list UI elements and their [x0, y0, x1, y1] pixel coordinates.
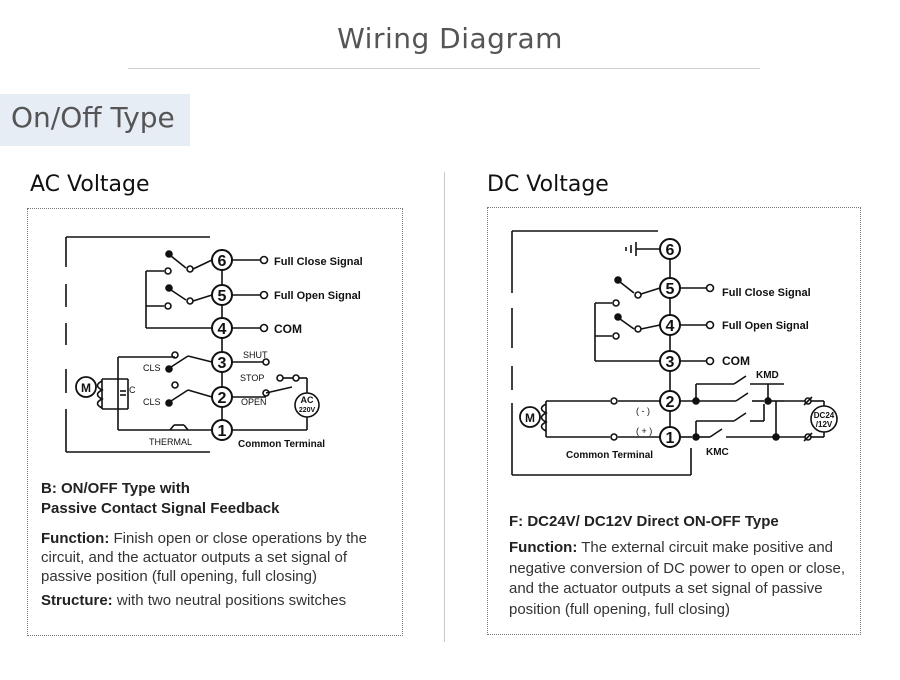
dc-plus-label: ( + )	[636, 426, 652, 436]
dc-terminal-3: 3	[659, 350, 681, 372]
ac-thermal-label: THERMAL	[149, 437, 192, 447]
dc-terminal-4: 4	[659, 314, 681, 336]
ac-enclosure	[65, 236, 210, 453]
ac-motor-coil	[96, 380, 104, 409]
ac-terminal-6: 6	[211, 249, 233, 271]
ac-common-terminal-label: Common Terminal	[238, 439, 325, 450]
dc-terminal-2-num: 2	[666, 394, 675, 411]
ac-full-open-label: Full Open Signal	[274, 290, 361, 302]
ac-terminal-1: 1	[211, 419, 233, 441]
ac-panel: 6 5 4 3 2 1 Full Close Signal Full Open …	[27, 208, 403, 636]
ac-cls-label-upper: CLS	[143, 363, 161, 373]
dc-supply: DC24 /12V	[810, 405, 838, 433]
dc-motor-letter: M	[525, 411, 535, 425]
ac-terminal-5: 5	[211, 284, 233, 306]
ac-open-label: OPEN	[241, 397, 267, 407]
dc-caption-title: F: DC24V/ DC12V Direct ON-OFF Type	[509, 513, 779, 530]
dc-panel: 6 5 4 3 2 1 Full Close Signal Full Open …	[487, 207, 861, 635]
ac-caption-title: B: ON/OFF Type with Passive Contact Sign…	[41, 479, 391, 519]
dc-terminal-2: 2	[659, 390, 681, 412]
dc-function-text: Function: The external circuit make posi…	[509, 538, 856, 620]
ac-motor-letter: M	[81, 381, 91, 395]
ac-limit-switch-open	[146, 284, 213, 310]
column-divider	[444, 172, 445, 642]
ac-function-text: Function: Finish open or close operation…	[41, 529, 396, 586]
ac-stop-label: STOP	[240, 373, 264, 383]
ac-wiring-diagram: 6 5 4 3 2 1 Full Close Signal Full Open …	[65, 236, 363, 453]
ac-terminal-1-num: 1	[218, 423, 227, 440]
dc-motor-coil	[540, 403, 548, 432]
dc-limit-switch-open	[595, 313, 661, 340]
ac-cls-switch-lower	[165, 381, 213, 407]
dc-ground-symbol	[625, 242, 660, 256]
dc-wiring-diagram: 6 5 4 3 2 1 Full Close Signal Full Open …	[511, 230, 838, 476]
dc-function-body: The external circuit make positive and n…	[509, 539, 846, 618]
ac-com-label: COM	[274, 322, 302, 336]
ac-structure-label: Structure:	[41, 592, 113, 609]
ac-terminal-2: 2	[211, 386, 233, 408]
ac-function-label: Function:	[41, 530, 110, 547]
dc-limit-switch-close	[594, 276, 661, 362]
ac-supply-line2: 220V	[299, 407, 316, 414]
dc-kmc-label: KMC	[706, 447, 729, 458]
dc-terminal-6: 6	[659, 238, 681, 260]
dc-enclosure	[511, 230, 692, 476]
ac-full-close-label: Full Close Signal	[274, 256, 363, 268]
ac-capacitor	[120, 390, 126, 396]
ac-limit-switch-close	[145, 250, 213, 329]
ac-structure-text: Structure: with two neutral positions sw…	[41, 591, 396, 610]
ac-thermal-switch	[169, 424, 189, 431]
ac-cls-switch-upper	[165, 351, 213, 373]
page-title: Wiring Diagram	[337, 22, 563, 55]
dc-supply-line1: DC24	[814, 411, 835, 420]
ac-caption-title-line2: Passive Contact Signal Feedback	[41, 500, 280, 517]
ac-capacitor-label: C	[129, 385, 136, 395]
ac-function-body: Finish open or close operations by the c…	[41, 530, 367, 585]
ac-supply: AC 220V	[294, 392, 320, 418]
ac-terminal-2-num: 2	[218, 390, 227, 407]
dc-minus-label: ( - )	[636, 406, 650, 416]
dc-function-label: Function:	[509, 539, 578, 556]
dc-supply-terminal-neg	[803, 432, 813, 442]
dc-full-close-label: Full Close Signal	[722, 287, 811, 299]
dc-terminal-5-num: 5	[666, 281, 675, 298]
dc-kmd-contactor	[680, 375, 784, 405]
ac-terminal-4-num: 4	[218, 321, 227, 338]
dc-terminal-1: 1	[659, 426, 681, 448]
ac-structure-body: with two neutral positions switches	[112, 592, 347, 609]
dc-terminal-3-num: 3	[666, 354, 675, 371]
ac-terminal-5-num: 5	[218, 288, 227, 305]
dc-terminal-1-num: 1	[666, 430, 675, 447]
dc-supply-line2: /12V	[816, 420, 833, 429]
ac-terminal-3-num: 3	[218, 355, 227, 372]
ac-terminal-6-num: 6	[218, 253, 227, 270]
dc-terminal-6-num: 6	[666, 242, 675, 259]
dc-terminal-5: 5	[659, 277, 681, 299]
ac-caption-title-line1: B: ON/OFF Type with	[41, 480, 190, 497]
dc-com-label: COM	[722, 354, 750, 368]
dc-motor: M	[519, 406, 541, 428]
dc-terminal-4-num: 4	[666, 318, 675, 335]
ac-terminal-4: 4	[211, 317, 233, 339]
type-label: On/Off Type	[11, 101, 175, 134]
ac-heading: AC Voltage	[30, 172, 150, 197]
dc-kmc-contactor	[680, 401, 780, 441]
dc-supply-terminal-pos	[803, 396, 813, 406]
ac-terminal-3: 3	[211, 351, 233, 373]
ac-shut-label: SHUT	[243, 350, 268, 360]
dc-heading: DC Voltage	[487, 172, 609, 197]
ac-cls-label-lower: CLS	[143, 397, 161, 407]
dc-kmd-label: KMD	[756, 370, 779, 381]
ac-motor: M	[75, 376, 97, 398]
title-divider	[128, 68, 760, 69]
ac-supply-line1: AC	[301, 395, 314, 405]
dc-full-open-label: Full Open Signal	[722, 320, 809, 332]
type-badge	[0, 94, 190, 146]
dc-common-terminal-label: Common Terminal	[566, 450, 653, 461]
